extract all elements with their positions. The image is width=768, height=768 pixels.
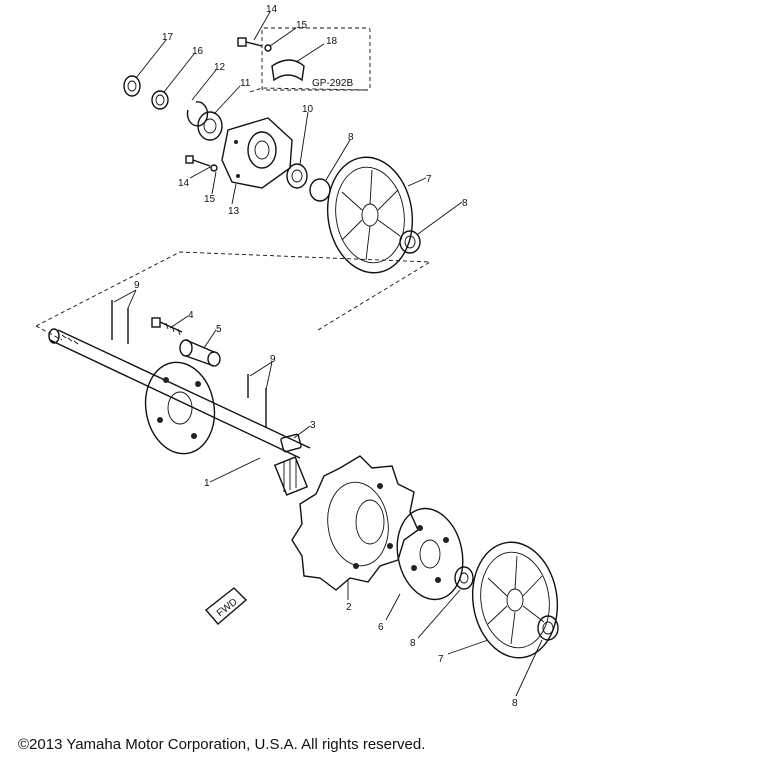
collar-5: [179, 339, 221, 367]
callout-8-bottom: 8: [512, 698, 518, 709]
washer-8-mid: [454, 566, 474, 590]
callout-6: 6: [378, 622, 384, 633]
circlip-12: [186, 101, 209, 127]
bolt-14-top: [237, 37, 272, 52]
pins-9-left: [111, 300, 129, 344]
callout-17: 17: [162, 32, 174, 43]
leader-lines: [113, 11, 543, 697]
bolt-14-lower: [185, 155, 218, 172]
seal-17: [123, 75, 141, 97]
callout-7-top: 7: [426, 174, 432, 185]
callout-13: 13: [228, 206, 240, 217]
pins-9-right: [247, 374, 267, 428]
callout-9-left: 9: [134, 280, 140, 291]
callout-8-right: 8: [462, 198, 468, 209]
idler-wheel-top: [326, 156, 414, 274]
callout-1: 1: [204, 478, 210, 489]
washer-16: [151, 90, 169, 110]
callout-14-top: 14: [266, 4, 278, 15]
callout-11: 11: [240, 78, 251, 89]
callout-7-bottom: 7: [438, 654, 444, 665]
callout-15-top: 15: [296, 20, 308, 31]
callout-14-lower: 14: [178, 178, 190, 189]
bearing-housing: [221, 117, 293, 189]
bearing-11: [197, 111, 223, 141]
callout-15-lower: 15: [204, 194, 216, 205]
callout-3: 3: [310, 420, 316, 431]
callout-16: 16: [192, 46, 204, 57]
callout-2: 2: [346, 602, 352, 613]
callout-5: 5: [216, 324, 222, 335]
callout-18: 18: [326, 36, 338, 47]
spacer-3: [280, 433, 302, 453]
fwd-arrow: FWD: [204, 587, 248, 625]
drive-sprocket: [291, 455, 419, 591]
copyright-notice: ©2013 Yamaha Motor Corporation, U.S.A. A…: [18, 736, 426, 753]
sprocket-plate-6: [396, 507, 464, 601]
seal-10: [286, 163, 308, 189]
ref-code-label: GP-292B: [312, 78, 353, 89]
drive-axle: [48, 328, 311, 496]
callout-4: 4: [188, 310, 194, 321]
callout-8-top: 8: [348, 132, 354, 143]
callout-labels: 1 2 3 4 5 6 7 7 8 8 8 8 9 9 10 11 12 13 …: [134, 4, 518, 709]
callout-8-mid: 8: [410, 638, 416, 649]
sprocket-hub-left: [144, 361, 216, 455]
callout-9-right: 9: [270, 354, 276, 365]
bracket-18: [271, 59, 305, 82]
washer-8-bottom: [537, 615, 559, 641]
washer-8-top: [309, 178, 331, 202]
callout-12: 12: [214, 62, 226, 73]
bolt-4: [151, 317, 183, 336]
callout-10: 10: [302, 104, 314, 115]
idler-wheel-bottom: [471, 541, 559, 659]
